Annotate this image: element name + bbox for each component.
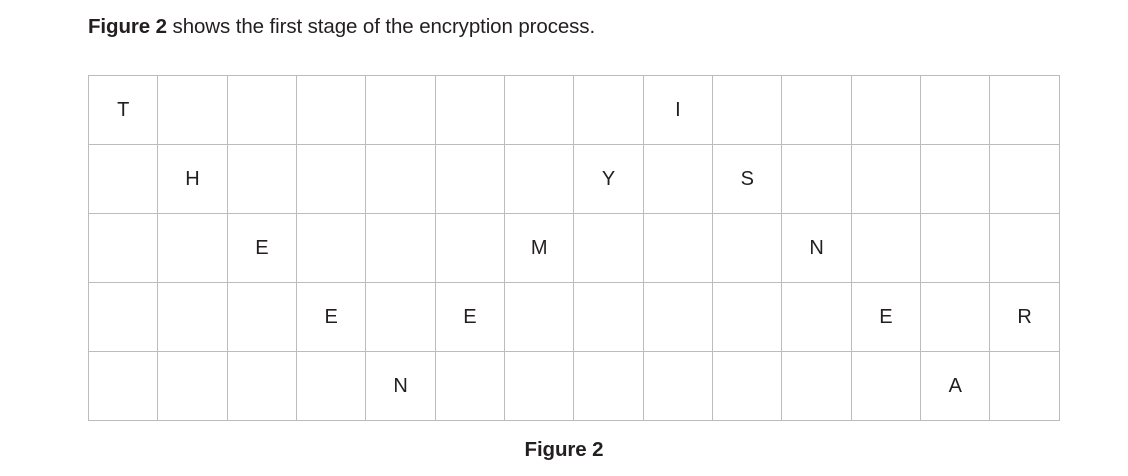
grid-cell-empty[interactable]	[712, 282, 783, 352]
grid-cell-empty[interactable]	[712, 75, 783, 145]
grid-cell-empty[interactable]	[226, 282, 298, 352]
grid-cell-empty[interactable]	[989, 75, 1060, 145]
grid-cell-empty[interactable]	[989, 144, 1060, 214]
intro-bold-prefix: Figure 2	[88, 15, 167, 38]
grid-cell-empty[interactable]	[296, 144, 367, 214]
intro-sentence: Figure 2 shows the first stage of the en…	[88, 14, 595, 40]
grid-cell-empty[interactable]	[87, 282, 159, 352]
grid-cell-empty[interactable]	[850, 75, 922, 145]
grid-cell-empty[interactable]	[157, 75, 228, 145]
grid-cell-empty[interactable]	[504, 282, 575, 352]
grid-cell-empty[interactable]	[504, 351, 575, 421]
grid-cell-empty[interactable]	[781, 144, 852, 214]
grid-cell-empty[interactable]	[920, 75, 991, 145]
grid-cell-letter[interactable]: A	[920, 351, 991, 421]
grid-cell-empty[interactable]	[989, 213, 1060, 283]
grid-cell-letter[interactable]: E	[434, 282, 506, 352]
grid-cell-empty[interactable]	[781, 75, 852, 145]
grid-cell-empty[interactable]	[365, 282, 436, 352]
grid-cell-empty[interactable]	[573, 282, 644, 352]
grid-cell-empty[interactable]	[434, 144, 506, 214]
grid-cell-empty[interactable]	[504, 75, 575, 145]
grid-cell-letter[interactable]: M	[504, 213, 575, 283]
grid-cell-empty[interactable]	[87, 351, 159, 421]
grid-cell-empty[interactable]	[573, 75, 644, 145]
grid-cell-empty[interactable]	[504, 144, 575, 214]
grid-cell-empty[interactable]	[573, 213, 644, 283]
grid-cell-empty[interactable]	[920, 213, 991, 283]
figure-caption: Figure 2	[524, 438, 604, 461]
grid-cell-empty[interactable]	[642, 144, 714, 214]
grid-cell-empty[interactable]	[781, 282, 852, 352]
grid-cell-empty[interactable]	[365, 213, 436, 283]
grid-cell-empty[interactable]	[712, 213, 783, 283]
grid-cell-empty[interactable]	[920, 144, 991, 214]
grid-cell-empty[interactable]	[642, 282, 714, 352]
grid-cell-letter[interactable]: E	[296, 282, 367, 352]
grid-cell-empty[interactable]	[434, 75, 506, 145]
grid-cell-letter[interactable]: H	[157, 144, 228, 214]
grid-cell-empty[interactable]	[434, 213, 506, 283]
grid-cell-letter[interactable]: Y	[573, 144, 644, 214]
grid-cell-letter[interactable]: R	[989, 282, 1060, 352]
grid-cell-empty[interactable]	[157, 282, 228, 352]
grid-cell-empty[interactable]	[365, 75, 436, 145]
grid-cell-empty[interactable]	[157, 351, 228, 421]
grid-cell-letter[interactable]: S	[712, 144, 783, 214]
grid-cell-empty[interactable]	[850, 144, 922, 214]
grid-cell-empty[interactable]	[850, 351, 922, 421]
grid-cell-empty[interactable]	[87, 213, 159, 283]
grid-cell-letter[interactable]: E	[226, 213, 298, 283]
grid-cell-empty[interactable]	[226, 351, 298, 421]
grid-cell-empty[interactable]	[642, 351, 714, 421]
grid-cell-empty[interactable]	[573, 351, 644, 421]
grid-cell-empty[interactable]	[642, 213, 714, 283]
grid-cell-letter[interactable]: I	[642, 75, 714, 145]
grid-cell-empty[interactable]	[87, 144, 159, 214]
grid-cell-empty[interactable]	[226, 144, 298, 214]
grid-cell-empty[interactable]	[157, 213, 228, 283]
grid-cell-empty[interactable]	[850, 213, 922, 283]
intro-rest: shows the first stage of the encryption …	[166, 15, 596, 38]
grid-cell-empty[interactable]	[365, 144, 436, 214]
grid-cell-letter[interactable]: N	[365, 351, 436, 421]
grid-cell-letter[interactable]: N	[781, 213, 852, 283]
grid-cell-empty[interactable]	[781, 351, 852, 421]
grid-cell-letter[interactable]: E	[850, 282, 922, 352]
grid-cell-empty[interactable]	[296, 213, 367, 283]
grid-cell-empty[interactable]	[920, 282, 991, 352]
grid-cell-empty[interactable]	[296, 351, 367, 421]
grid-cell-empty[interactable]	[989, 351, 1060, 421]
grid-cell-empty[interactable]	[434, 351, 506, 421]
grid-cell-empty[interactable]	[296, 75, 367, 145]
grid-cell-empty[interactable]	[712, 351, 783, 421]
grid-cell-empty[interactable]	[226, 75, 298, 145]
grid-cell-letter[interactable]: T	[87, 75, 159, 145]
